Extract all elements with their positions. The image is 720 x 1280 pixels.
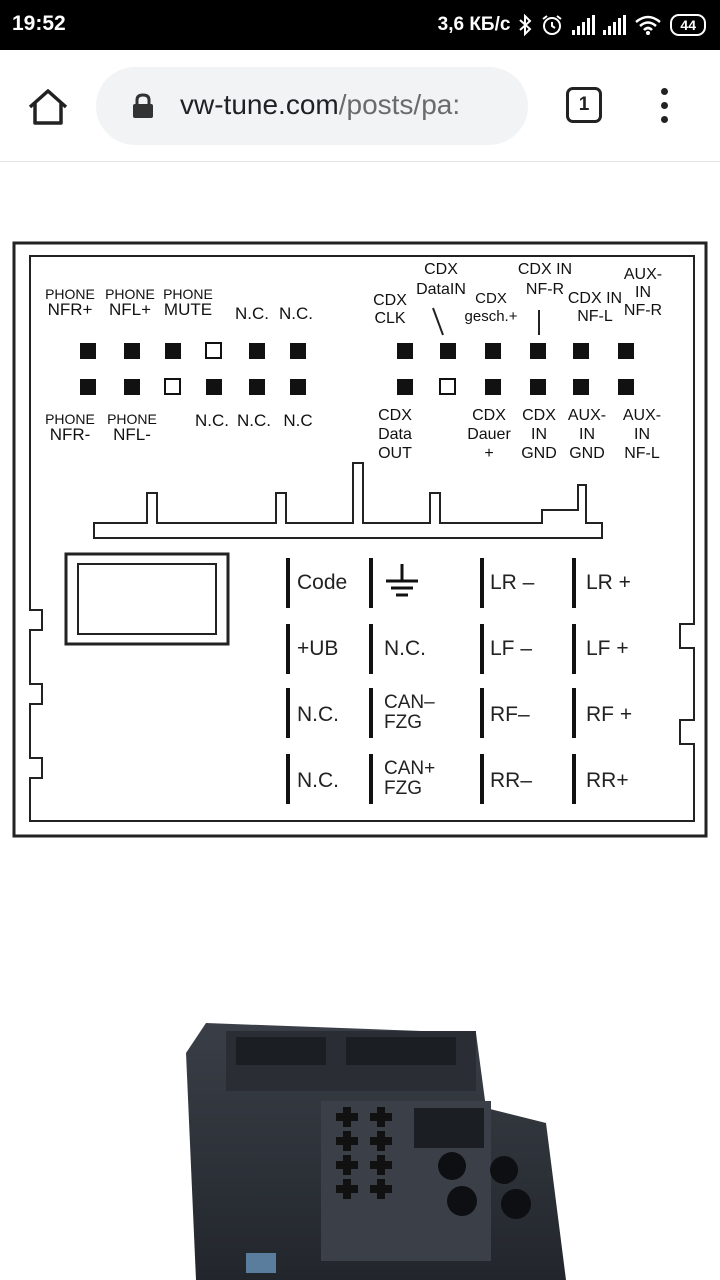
lock-icon xyxy=(133,93,153,118)
signal-pins xyxy=(80,342,634,395)
power-pin-label: N.C. xyxy=(384,637,426,660)
home-icon[interactable] xyxy=(26,85,70,129)
url-host: vw-tune.com xyxy=(180,89,339,120)
address-bar[interactable]: vw-tune.com/posts/pa: xyxy=(96,67,528,145)
pin-label: N.C. xyxy=(235,304,269,323)
pin-label: CDX Dauer + xyxy=(467,407,511,462)
pin-label: AUX- IN GND xyxy=(567,407,607,462)
pin-label: AUX- IN NF-R xyxy=(623,266,663,319)
bluetooth-icon xyxy=(519,14,532,36)
power-pin-bars xyxy=(286,558,576,804)
pin-label: CDX IN GND xyxy=(521,407,557,462)
pin-label: CDX CLK xyxy=(373,292,407,327)
power-pin-label: RF + xyxy=(586,703,633,726)
browser-toolbar: vw-tune.com/posts/pa: 1 xyxy=(0,50,720,162)
url-path: /posts/pa: xyxy=(338,89,461,120)
pin-label: CDX gesch.+ xyxy=(464,290,518,325)
power-pin-label: LF + xyxy=(586,637,629,660)
pin-label: N.C. xyxy=(279,304,313,323)
battery-icon: 44 xyxy=(670,14,706,36)
more-menu-icon[interactable] xyxy=(654,88,674,128)
power-pin-label: N.C. xyxy=(297,703,339,726)
pin-label: CDX IN NF-R xyxy=(517,261,573,298)
tab-switcher-button[interactable]: 1 xyxy=(566,87,602,123)
pin-label: N.C. xyxy=(237,411,271,430)
connector-photo xyxy=(186,1023,566,1280)
ground-symbol-icon xyxy=(386,564,418,597)
power-pin-label: CAN– FZG xyxy=(384,692,435,733)
pin-label: N.C. xyxy=(195,411,229,430)
network-speed: 3,6 КБ/с xyxy=(437,14,511,35)
status-bar: 19:52 3,6 КБ/с 44 xyxy=(0,0,720,50)
connector-outline xyxy=(12,241,708,838)
power-pin-label: N.C. xyxy=(297,769,339,792)
url-text: vw-tune.com/posts/pa: xyxy=(180,89,460,121)
pin-label: AUX- IN NF-L xyxy=(622,407,662,462)
signal-icon-sim2 xyxy=(603,15,627,35)
power-pin-label: Code xyxy=(297,571,348,594)
power-pin-label: LR – xyxy=(490,571,535,594)
pin-label: N.C xyxy=(283,411,313,430)
signal-icon-sim1 xyxy=(572,15,596,35)
power-pin-label: +UB xyxy=(297,637,339,660)
power-pin-label: CAN+ FZG xyxy=(384,758,436,799)
pin-label: CDX DataIN xyxy=(416,261,466,298)
power-pin-label: RR– xyxy=(490,769,533,792)
status-time: 19:52 xyxy=(12,12,66,35)
alarm-icon xyxy=(542,15,563,35)
power-pin-label: RR+ xyxy=(586,769,629,792)
status-icons: 3,6 КБ/с 44 xyxy=(438,10,706,40)
pin-label: CDX IN NF-L xyxy=(567,290,623,325)
wifi-icon xyxy=(635,15,662,35)
pin-label: CDX Data OUT xyxy=(378,407,412,462)
power-pin-label: LR + xyxy=(586,571,631,594)
power-pin-label: LF – xyxy=(490,637,533,660)
power-pin-label: RF– xyxy=(490,703,530,726)
